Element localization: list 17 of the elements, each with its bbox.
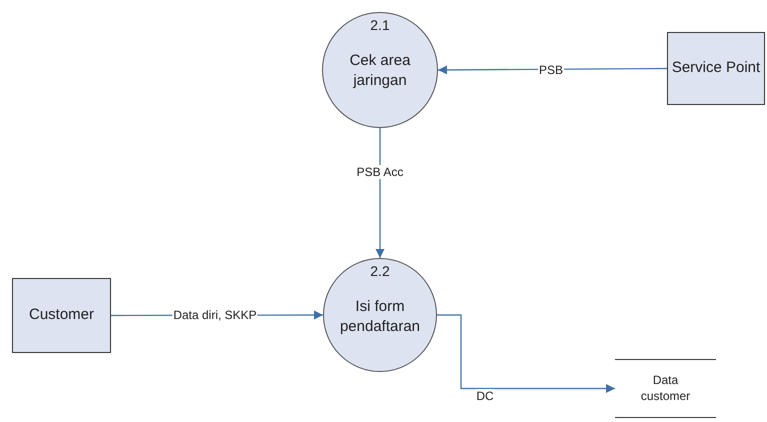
entity-box	[667, 32, 765, 105]
data-flow-arrow	[438, 65, 667, 74]
data-flow-arrow	[437, 314, 615, 393]
process-number: 2.2	[370, 263, 390, 279]
process-label: Cek area jaringan	[348, 51, 412, 92]
edge-label: Data diri, SKKP	[172, 308, 258, 322]
data-store-label: Data customer	[640, 372, 692, 404]
edge-label: PSB Acc	[356, 165, 404, 179]
edge-label: PSB	[538, 63, 564, 77]
process-number: 2.1	[370, 17, 390, 33]
process-label: Isi form pendaftaran	[338, 297, 422, 338]
data-flow-arrow	[376, 128, 384, 258]
edge-label: DC	[475, 389, 495, 403]
entity-box	[12, 278, 111, 353]
data-store	[615, 359, 716, 418]
entity-label: Service Point	[672, 58, 760, 78]
entity-label: Customer	[28, 305, 94, 326]
